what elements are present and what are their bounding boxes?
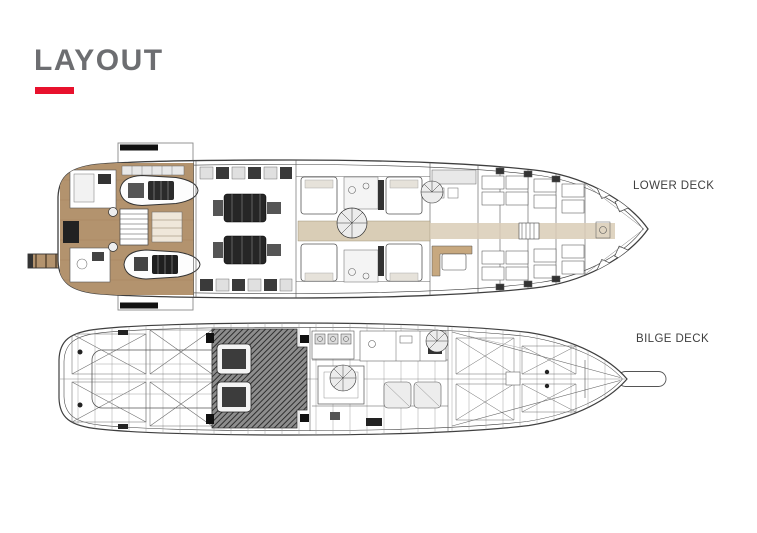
aft-port-cabin xyxy=(69,169,117,209)
garage-side-lockers xyxy=(121,165,185,243)
tender-top xyxy=(119,174,199,207)
guest-bed-1 xyxy=(300,176,338,215)
spiral-staircase-lower xyxy=(336,207,368,239)
spiral-staircase-bilge-fwd xyxy=(425,329,449,353)
main-engine-starboard xyxy=(216,381,252,413)
laundry-room xyxy=(311,330,355,360)
guest-cabin-area xyxy=(296,176,431,283)
guest-bed-3 xyxy=(300,243,338,282)
crew-stairs xyxy=(518,222,540,240)
spiral-staircase-bilge-center xyxy=(329,364,357,392)
bilge-mid-rooms xyxy=(309,327,449,431)
guest-bed-4 xyxy=(385,243,423,282)
engine-port xyxy=(213,193,281,223)
tender-bottom xyxy=(123,249,201,280)
bilge-engine-room xyxy=(206,328,309,429)
cold-rooms xyxy=(383,381,442,409)
bilge-deck-plan xyxy=(58,322,667,436)
equipment-cabinet xyxy=(63,221,79,243)
crew-cabins xyxy=(481,167,585,291)
engine-room xyxy=(199,166,293,292)
stern-fittings xyxy=(77,330,128,429)
title-accent-bar xyxy=(35,87,74,94)
crew-table xyxy=(441,253,467,271)
bilge-deck-label: BILGE DECK xyxy=(636,333,709,345)
lower-deck-plan xyxy=(27,142,649,311)
engine-room-equipment xyxy=(199,166,293,292)
page-title: LAYOUT xyxy=(34,44,164,77)
garage-stairs xyxy=(119,208,149,246)
aft-starboard-room xyxy=(69,247,111,283)
spiral-staircase-crew xyxy=(420,180,444,204)
bow-tank-cells xyxy=(451,331,621,427)
engine-starboard xyxy=(213,235,281,265)
crew-settee xyxy=(431,245,473,277)
lower-deck-label: LOWER DECK xyxy=(633,180,714,192)
guest-bed-2 xyxy=(385,176,423,215)
mooring-winches xyxy=(108,207,118,252)
guest-bathrooms xyxy=(343,176,384,283)
engine-room-pumps xyxy=(206,333,309,424)
main-engine-port xyxy=(216,343,252,375)
